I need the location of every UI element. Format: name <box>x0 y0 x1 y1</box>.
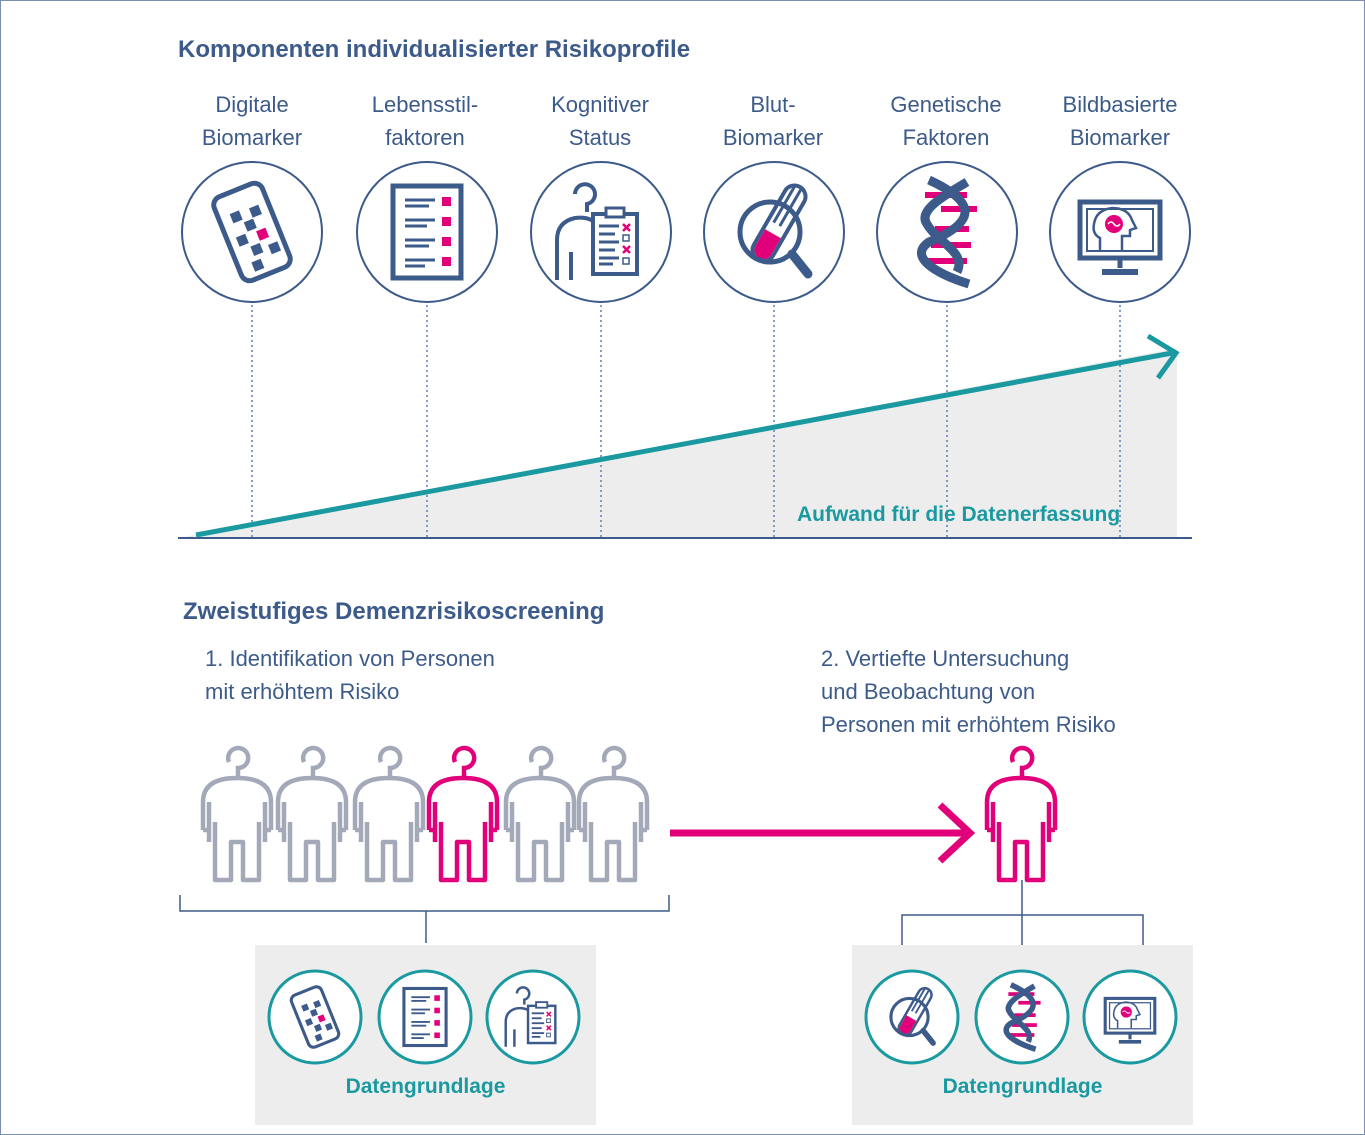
person-icon <box>355 748 423 880</box>
data-panel-right-icons <box>864 969 1178 1065</box>
people-group <box>203 748 647 880</box>
circle-blood-biomarker <box>703 161 845 303</box>
section1-title: Komponenten individualisierter Risikopro… <box>178 36 691 63</box>
circle-digital-biomarker <box>181 161 323 303</box>
data-label-left: Datengrundlage <box>345 1075 506 1098</box>
data-panel-left-icons <box>267 969 581 1065</box>
dotted-connectors <box>251 300 1121 540</box>
checklist-document-icon <box>393 186 461 278</box>
effort-arrow-head <box>1146 333 1180 380</box>
person-icon <box>278 748 346 880</box>
step-arrow-head <box>937 802 976 864</box>
circle-imaging-biomarker <box>1049 161 1191 303</box>
group-bracket <box>179 895 670 943</box>
person-at-risk-icon <box>429 748 497 880</box>
label-blood-biomarker: Blut-Biomarker <box>722 92 824 150</box>
label-lifestyle-factors: Lebensstil-faktoren <box>371 92 479 150</box>
mini-circle-test-tube <box>864 969 960 1065</box>
mini-circle-dna <box>974 969 1070 1065</box>
mini-circle-clipboard <box>485 969 581 1065</box>
person-at-risk-icon <box>987 748 1055 880</box>
data-label-right: Datengrundlage <box>942 1075 1103 1098</box>
tree-connector <box>901 880 1144 945</box>
mini-circle-smartphone <box>267 969 363 1065</box>
person-icon <box>579 748 647 880</box>
mini-circle-monitor <box>1082 969 1178 1065</box>
person-icon <box>506 748 574 880</box>
person-icon <box>203 748 271 880</box>
circle-cognitive-status <box>530 161 672 303</box>
section2-title: Zweistufiges Demenzrisikoscreening <box>183 598 605 625</box>
data-panel-right: Datengrundlage <box>852 945 1193 1125</box>
circle-genetic-factors <box>876 161 1018 303</box>
circle-lifestyle-factors <box>356 161 498 303</box>
checklist-document-icon <box>402 986 448 1048</box>
mini-circle-checklist <box>377 969 473 1065</box>
data-panel-left: Datengrundlage <box>255 945 596 1125</box>
effort-arrow <box>195 350 1173 538</box>
effort-label: Aufwand für die Datenerfassung <box>797 503 1121 526</box>
